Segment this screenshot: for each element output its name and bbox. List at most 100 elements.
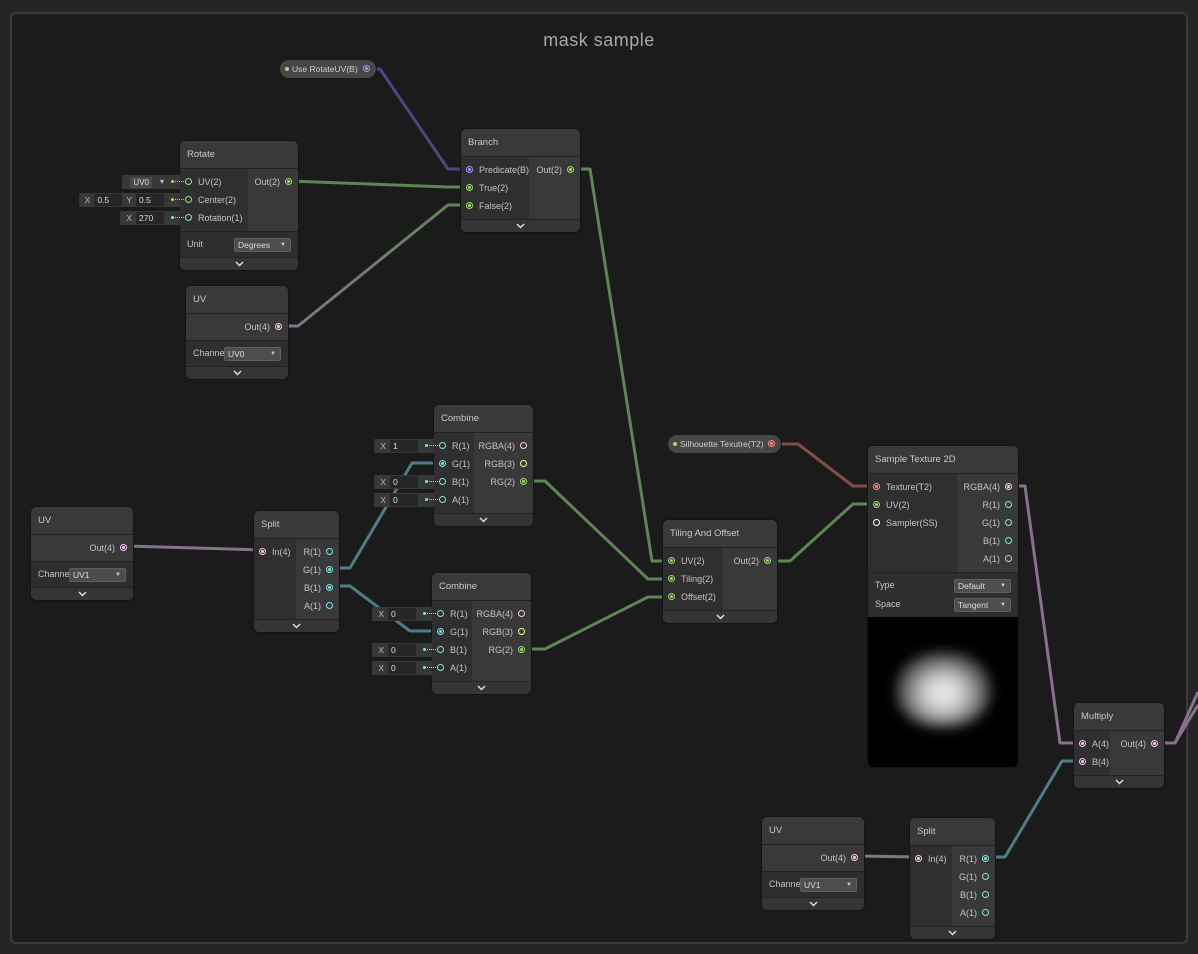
node-title[interactable]: UV bbox=[186, 286, 288, 314]
output-port-out-2[interactable]: Out(2) bbox=[529, 161, 580, 179]
node-title[interactable]: Tiling And Offset bbox=[663, 520, 777, 548]
unit-dropdown[interactable]: Degrees▼ bbox=[234, 238, 291, 252]
node-title[interactable]: UV bbox=[31, 507, 133, 535]
input-port-predicate-b[interactable]: Predicate(B) bbox=[461, 161, 529, 179]
port-connector-icon[interactable] bbox=[439, 442, 446, 449]
expand-button[interactable] bbox=[762, 897, 864, 910]
port-connector-icon[interactable] bbox=[466, 166, 473, 173]
node-title[interactable]: Branch bbox=[461, 129, 580, 157]
value-field[interactable]: 0 bbox=[388, 644, 416, 656]
port-connector-icon[interactable] bbox=[873, 501, 880, 508]
property-use-rotate-uv[interactable]: Use RotateUV(B) bbox=[280, 60, 376, 78]
output-port-r-1[interactable]: R(1) bbox=[952, 850, 995, 868]
port-connector-icon[interactable] bbox=[764, 557, 771, 564]
port-connector-icon[interactable] bbox=[437, 610, 444, 617]
node-title[interactable]: Multiply bbox=[1074, 703, 1164, 731]
port-connector-icon[interactable] bbox=[520, 442, 527, 449]
expand-button[interactable] bbox=[461, 219, 580, 232]
output-port-rgba-4[interactable]: RGBA(4) bbox=[957, 478, 1018, 496]
output-port-out-4[interactable]: Out(4) bbox=[762, 849, 864, 867]
value-field[interactable]: 0.5 bbox=[136, 194, 164, 206]
node-title[interactable]: Split bbox=[910, 818, 995, 846]
port-connector-icon[interactable] bbox=[275, 323, 282, 330]
node-title[interactable]: Sample Texture 2D bbox=[868, 446, 1018, 474]
input-port-a-4[interactable]: A(4) bbox=[1074, 735, 1110, 753]
value-field[interactable]: 0 bbox=[390, 494, 418, 506]
port-connector-icon[interactable] bbox=[1151, 740, 1158, 747]
output-port-out-2[interactable]: Out(2) bbox=[248, 173, 298, 191]
port-connector-icon[interactable] bbox=[439, 478, 446, 485]
input-port-texture-t2[interactable]: Texture(T2) bbox=[868, 478, 957, 496]
port-connector-icon[interactable] bbox=[285, 178, 292, 185]
port-connector-icon[interactable] bbox=[518, 610, 525, 617]
expand-button[interactable] bbox=[434, 513, 533, 526]
port-connector-icon[interactable] bbox=[437, 646, 444, 653]
port-connector-icon[interactable] bbox=[326, 566, 333, 573]
expand-button[interactable] bbox=[254, 619, 339, 632]
port-connector-icon[interactable] bbox=[1079, 740, 1086, 747]
output-port-g-1[interactable]: G(1) bbox=[952, 868, 995, 886]
output-port-rgb-3[interactable]: RGB(3) bbox=[472, 623, 531, 641]
output-port-b-1[interactable]: B(1) bbox=[957, 532, 1018, 550]
input-port-true-2[interactable]: True(2) bbox=[461, 179, 529, 197]
port-connector-icon[interactable] bbox=[185, 214, 192, 221]
output-port-out-4[interactable]: Out(4) bbox=[186, 318, 288, 336]
value-field[interactable]: 0 bbox=[390, 476, 418, 488]
output-port-a-1[interactable]: A(1) bbox=[957, 550, 1018, 568]
space-dropdown[interactable]: Tangent▼ bbox=[954, 598, 1011, 612]
port-connector-icon[interactable] bbox=[120, 544, 127, 551]
output-port-r-1[interactable]: R(1) bbox=[957, 496, 1018, 514]
port-connector-icon[interactable] bbox=[185, 196, 192, 203]
port-connector-icon[interactable] bbox=[982, 909, 989, 916]
port-connector-icon[interactable] bbox=[915, 855, 922, 862]
expand-button[interactable] bbox=[663, 610, 777, 623]
expand-button[interactable] bbox=[31, 587, 133, 600]
port-connector-icon[interactable] bbox=[873, 519, 880, 526]
node-title[interactable]: UV bbox=[762, 817, 864, 845]
input-port-in-4[interactable]: In(4) bbox=[910, 850, 952, 868]
input-port-in-4[interactable]: In(4) bbox=[254, 543, 296, 561]
input-port-uv-2[interactable]: UV(2)UV0 ▾ bbox=[122, 173, 248, 191]
output-port-rgb-3[interactable]: RGB(3) bbox=[474, 455, 533, 473]
port-connector-icon[interactable] bbox=[439, 460, 446, 467]
port-connector-icon[interactable] bbox=[1079, 758, 1086, 765]
output-port-rg-2[interactable]: RG(2) bbox=[474, 473, 533, 491]
channe-dropdown[interactable]: UV0▼ bbox=[224, 347, 281, 361]
property-output-port[interactable] bbox=[362, 65, 370, 72]
expand-button[interactable] bbox=[910, 926, 995, 939]
port-connector-icon[interactable] bbox=[1005, 555, 1012, 562]
expand-button[interactable] bbox=[432, 681, 531, 694]
port-connector-icon[interactable] bbox=[1005, 501, 1012, 508]
input-port-offset-2[interactable]: Offset(2) bbox=[663, 588, 723, 606]
port-connector-icon[interactable] bbox=[1005, 537, 1012, 544]
output-port-a-1[interactable]: A(1) bbox=[952, 904, 995, 922]
inline-dropdown[interactable]: UV0 bbox=[130, 176, 152, 188]
port-connector-icon[interactable] bbox=[437, 628, 444, 635]
port-connector-icon[interactable] bbox=[520, 460, 527, 467]
port-connector-icon[interactable] bbox=[466, 184, 473, 191]
channe-dropdown[interactable]: UV1▼ bbox=[800, 878, 857, 892]
port-connector-icon[interactable] bbox=[326, 548, 333, 555]
port-connector-icon[interactable] bbox=[518, 646, 525, 653]
port-connector-icon[interactable] bbox=[873, 483, 880, 490]
property-silhouette-texture[interactable]: Silhouette Texutre(T2) bbox=[668, 435, 782, 453]
port-connector-icon[interactable] bbox=[439, 496, 446, 503]
output-port-out-4[interactable]: Out(4) bbox=[31, 539, 133, 557]
port-connector-icon[interactable] bbox=[982, 891, 989, 898]
input-port-g-1[interactable]: G(1) bbox=[434, 455, 474, 473]
output-port-b-1[interactable]: B(1) bbox=[952, 886, 995, 904]
node-title[interactable]: Combine bbox=[432, 573, 531, 601]
port-connector-icon[interactable] bbox=[851, 854, 858, 861]
